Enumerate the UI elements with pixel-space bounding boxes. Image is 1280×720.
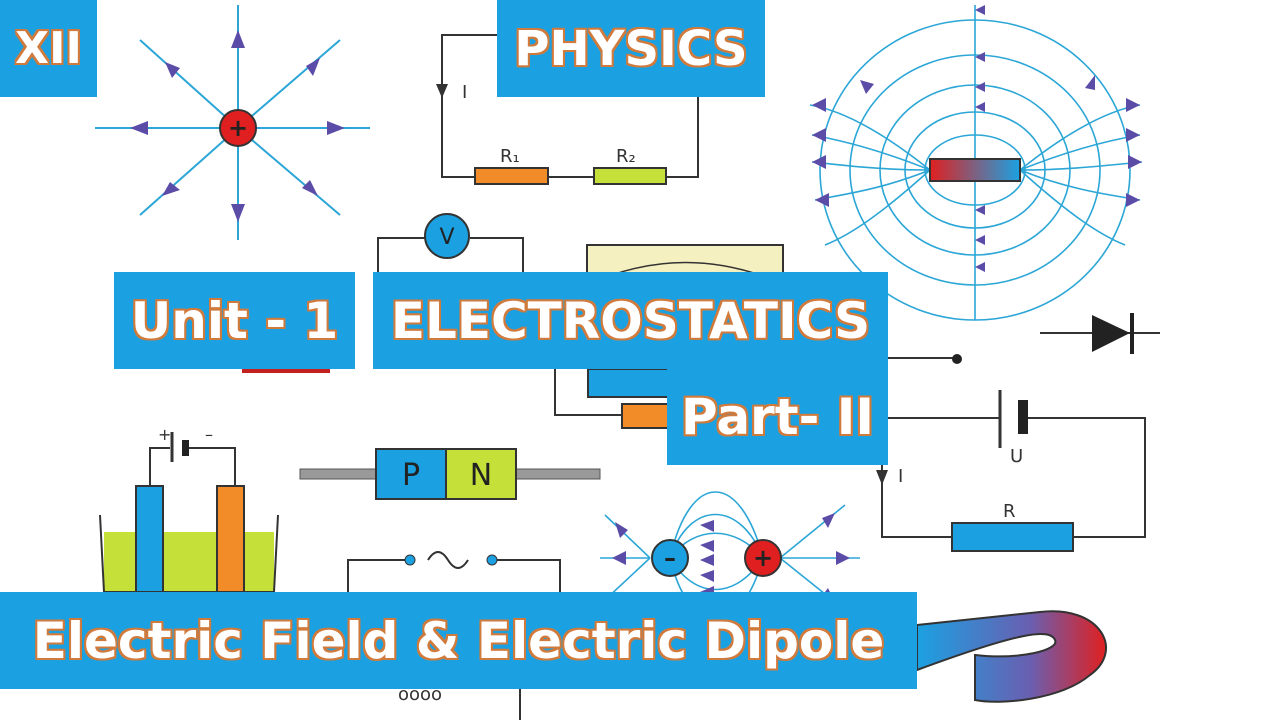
battery-voltage-label: U xyxy=(1010,446,1023,467)
voltmeter-label: V xyxy=(439,225,454,250)
diode-symbol xyxy=(1040,313,1160,354)
cell-plus-sign: + xyxy=(158,425,171,444)
n-region-label: N xyxy=(470,458,492,493)
charge-plus-sign: + xyxy=(228,114,248,142)
electrolytic-cell: + – xyxy=(99,425,279,593)
cell-minus-sign: – xyxy=(205,425,213,444)
positive-charge-dipole xyxy=(744,539,782,577)
bar-magnet-arrows xyxy=(812,5,1142,272)
subject-label: PHYSICS xyxy=(497,0,765,97)
p-region-label: P xyxy=(402,458,420,493)
horseshoe-magnet xyxy=(916,610,1107,703)
resistor-r1-label: R₁ xyxy=(500,146,520,167)
grade-label: XII xyxy=(0,0,97,97)
positive-charge-field: + xyxy=(95,5,370,240)
dipole-plus-sign: + xyxy=(753,544,773,572)
series-resistor-circuit: I R₁ R₂ xyxy=(436,34,765,185)
unit-label: Unit - 1 xyxy=(114,272,355,369)
ac-source-circuit: oooo xyxy=(347,551,561,720)
voltmeter-circuit: V xyxy=(377,213,524,272)
bar-magnet xyxy=(929,158,1021,182)
resistor-r-label: R xyxy=(1003,501,1016,522)
battery-resistor-circuit: U I R xyxy=(876,390,1146,552)
topic-label: Electric Field & Electric Dipole xyxy=(0,592,917,689)
chapter-label: ELECTROSTATICS xyxy=(373,272,888,369)
current-label-i: I xyxy=(462,82,467,103)
part-label: Part- II xyxy=(667,368,888,465)
dipole-minus-sign: – xyxy=(664,544,676,572)
negative-charge xyxy=(651,539,689,577)
resistor-r2-label: R₂ xyxy=(616,146,636,167)
coil-symbol: oooo xyxy=(398,684,442,705)
current-label-i-2: I xyxy=(898,466,903,487)
pn-junction-diode: P N xyxy=(299,448,601,500)
